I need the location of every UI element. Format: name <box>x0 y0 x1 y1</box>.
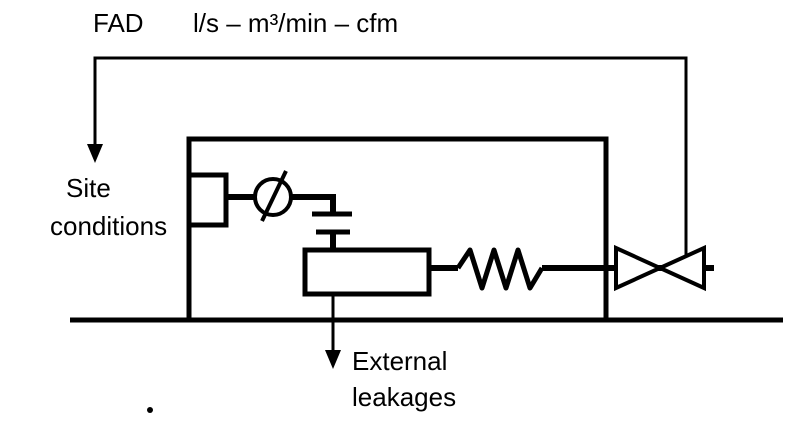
stray-dot <box>147 407 153 413</box>
coupling-icon <box>312 211 352 250</box>
fad-label: FAD <box>93 8 144 38</box>
external-leakages-label-line2: leakages <box>352 382 456 412</box>
spring-icon <box>455 247 545 291</box>
meter-to-compressor-pipe <box>291 194 336 213</box>
valve-icon <box>614 244 706 292</box>
site-conditions-label-line2: conditions <box>50 211 167 241</box>
site-conditions-label-line1: Site <box>66 173 111 203</box>
flow-meter-icon <box>253 170 293 222</box>
leakage-arrow-icon <box>325 350 341 369</box>
inlet-bracket <box>189 172 229 228</box>
units-label: l/s – m³/min – cfm <box>193 8 398 38</box>
fad-measurement-line <box>93 56 688 268</box>
external-leakages-label-line1: External <box>352 346 447 376</box>
site-conditions-arrow-icon <box>87 144 103 163</box>
compressor-box <box>302 247 432 297</box>
system-boundary <box>186 136 609 320</box>
